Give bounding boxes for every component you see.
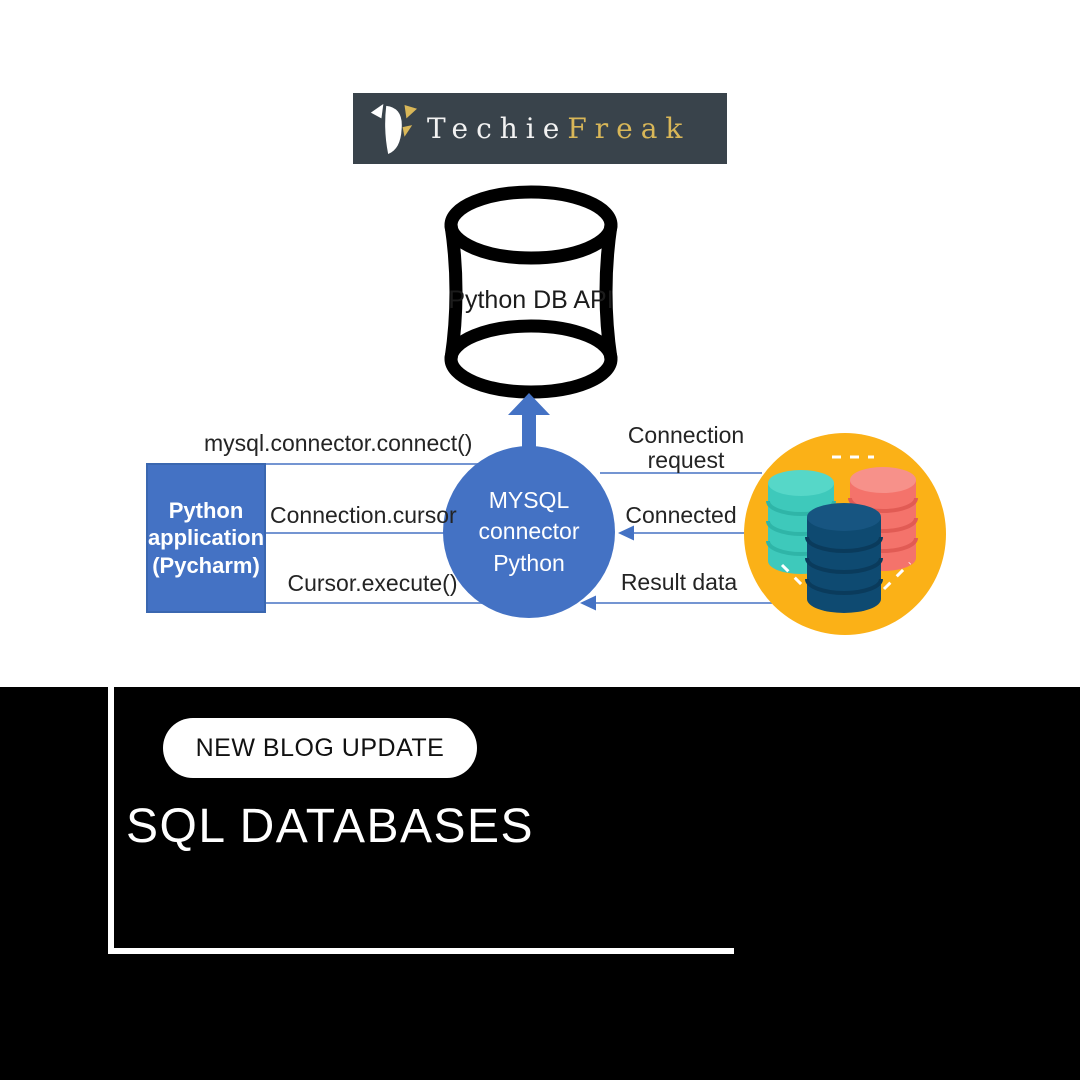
label-request: Connection request xyxy=(627,422,745,474)
brand-banner: TechieFreak xyxy=(353,93,727,164)
brand-name: TechieFreak xyxy=(427,112,690,145)
label-connected: Connected xyxy=(625,502,737,528)
python-app-label: Python application (Pycharm) xyxy=(147,497,265,578)
mysql-connector-circle: MYSQL connector Python xyxy=(443,446,615,618)
database-group-icon xyxy=(744,433,946,635)
database-cylinder-icon xyxy=(444,185,618,399)
frame-vertical-line xyxy=(108,687,114,954)
python-app-box: Python application (Pycharm) xyxy=(146,463,266,613)
new-blog-badge-label: NEW BLOG UPDATE xyxy=(195,733,445,762)
frame-horizontal-line xyxy=(108,948,734,954)
post-title: SQL DATABASES xyxy=(126,800,535,853)
label-execute: Cursor.execute() xyxy=(287,570,458,596)
label-connect: mysql.connector.connect() xyxy=(204,430,473,456)
db-api-label: Python DB API xyxy=(448,286,614,314)
label-cursor: Connection.cursor xyxy=(270,502,457,528)
brand-name-first: Techie xyxy=(427,112,568,145)
brand-name-second: Freak xyxy=(567,112,691,145)
brand-logo-icon xyxy=(370,103,417,154)
mysql-connector-label: MYSQL connector Python xyxy=(478,487,580,576)
bottom-section xyxy=(0,687,1080,1080)
database-navy-icon xyxy=(805,503,883,613)
new-blog-badge: NEW BLOG UPDATE xyxy=(163,718,477,778)
label-result: Result data xyxy=(620,569,738,595)
